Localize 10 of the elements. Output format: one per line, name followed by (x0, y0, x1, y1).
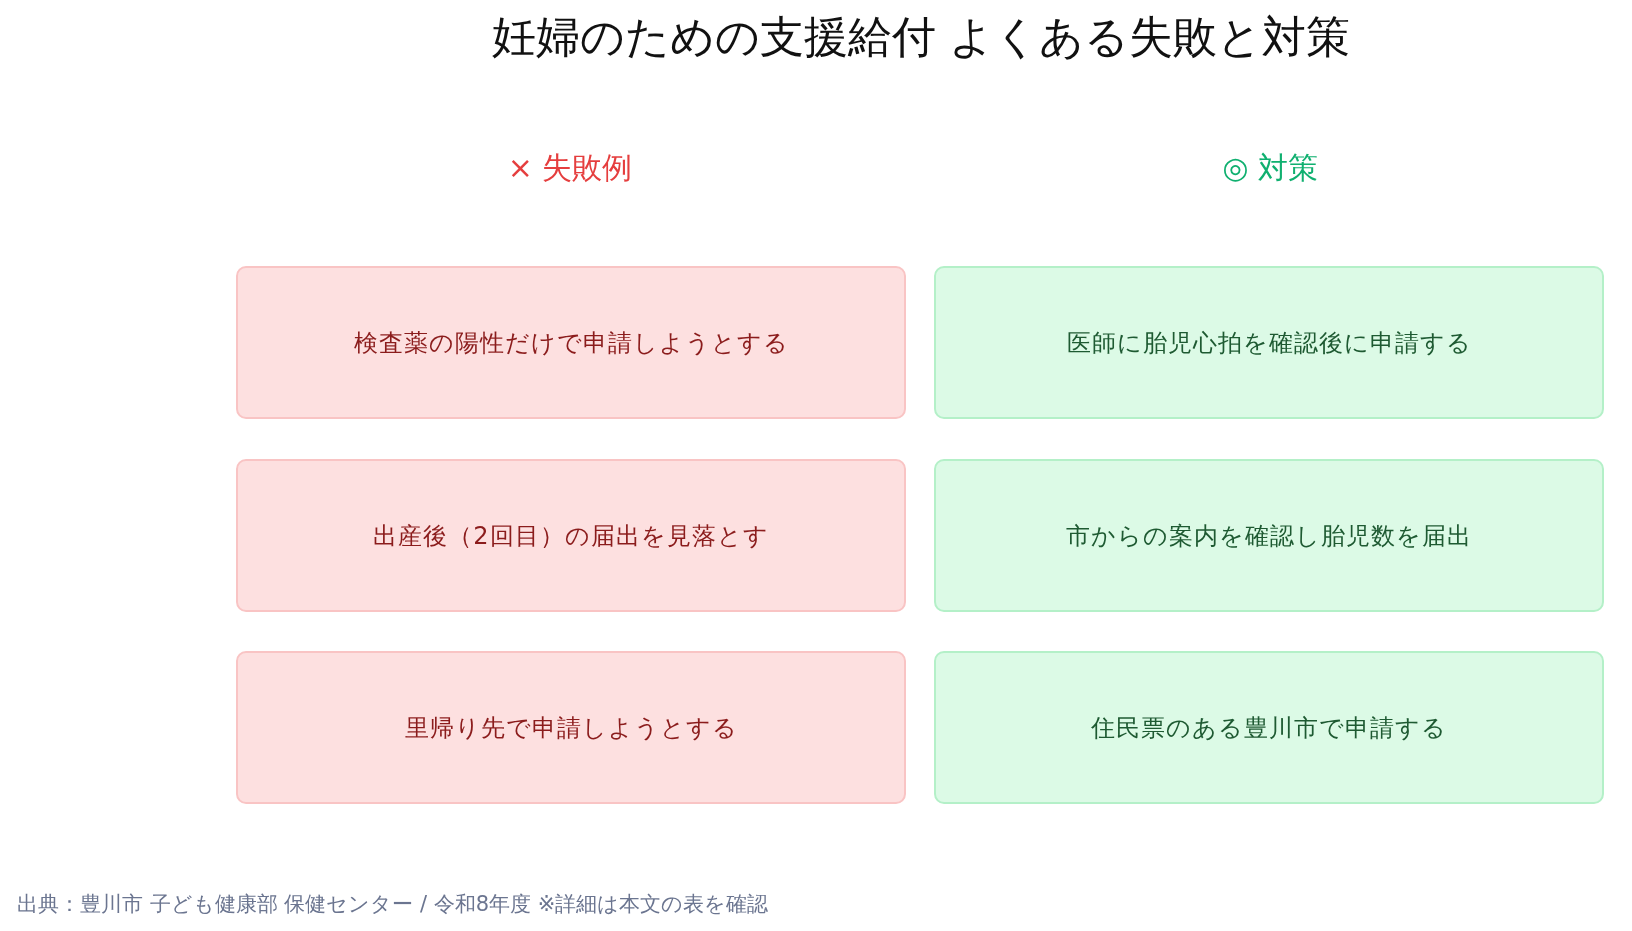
mistake-box: 出産後（2回目）の届出を見落とす (236, 459, 906, 612)
solution-box: 住民票のある豊川市で申請する (934, 651, 1604, 804)
mistake-box: 里帰り先で申請しようとする (236, 651, 906, 804)
solution-box: 医師に胎児心拍を確認後に申請する (934, 266, 1604, 419)
title: 妊婦のための支援給付 よくある失敗と対策 (491, 10, 1351, 64)
column-heading: ◎ 対策 (1222, 149, 1318, 187)
column-heading: × 失敗例 (507, 149, 633, 187)
solution-box: 市からの案内を確認し胎児数を届出 (934, 459, 1604, 612)
source-note: 出典：豊川市 子ども健康部 保健センター / 令和8年度 ※詳細は本文の表を確認 (17, 891, 769, 918)
mistake-box: 検査薬の陽性だけで申請しようとする (236, 266, 906, 419)
